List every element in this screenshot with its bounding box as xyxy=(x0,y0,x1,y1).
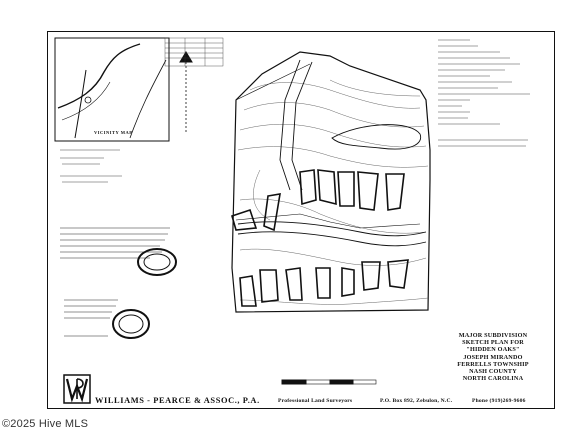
upper-lots xyxy=(231,169,405,232)
title-line-2: SKETCH PLAN FOR xyxy=(462,339,524,347)
title-line-1: MAJOR SUBDIVISION xyxy=(458,332,528,339)
certification-block xyxy=(60,227,170,259)
general-notes xyxy=(438,39,530,147)
firm-tagline: Professional Land Surveyors xyxy=(278,398,353,404)
title-line-6: NASH COUNTY xyxy=(469,368,517,376)
lower-lots xyxy=(239,259,409,307)
vicinity-map xyxy=(54,37,193,142)
notary-seal-bottom xyxy=(112,309,150,339)
property-boundary xyxy=(231,51,431,313)
title-line-5: FERRELLS TOWNSHIP xyxy=(457,360,529,368)
firm-name: WILLIAMS - PEARCE & ASSOC., P.A. xyxy=(95,396,260,405)
mls-watermark: ©2025 Hive MLS xyxy=(2,418,89,430)
road xyxy=(237,59,427,247)
firm-address: P.O. Box 892, Zebulon, N.C. xyxy=(380,398,453,404)
title-line-7: NORTH CAROLINA xyxy=(462,375,524,383)
scale-bar xyxy=(281,379,377,385)
lot-table xyxy=(164,37,224,67)
drawing-sheet-border xyxy=(47,31,555,409)
firm-phone: Phone (919)269-9606 xyxy=(472,398,526,404)
vicinity-map-label: VICINITY MAP xyxy=(94,130,133,135)
title-line-3: "HIDDEN OAKS" xyxy=(466,346,520,354)
notary-seal-top xyxy=(137,248,177,276)
notes-left xyxy=(60,149,122,183)
title-block: MAJOR SUBDIVISION SKETCH PLAN FOR "HIDDE… xyxy=(437,332,549,382)
firm-logo-icon xyxy=(63,374,91,404)
title-line-4: JOSEPH MIRANDO xyxy=(463,353,523,361)
